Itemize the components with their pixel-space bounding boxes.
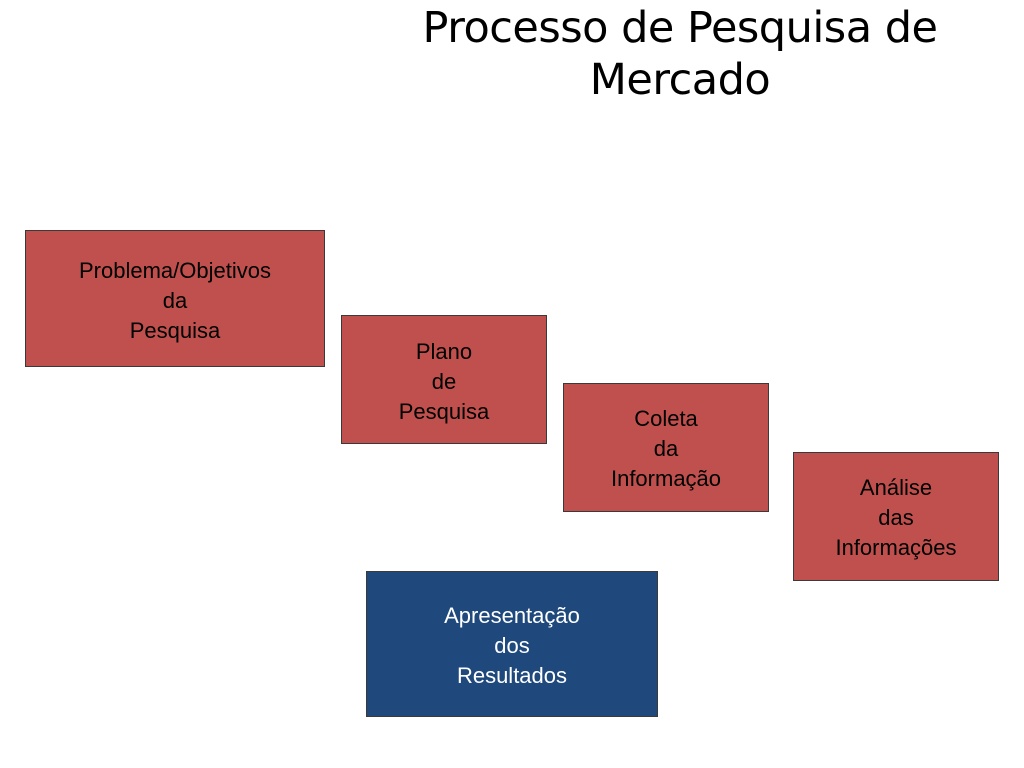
step-label-line: da [653,436,679,461]
step-label-line: Análise [859,475,933,500]
step-label-line: Pesquisa [129,318,221,343]
step-label-line: das [878,505,914,530]
step-label-line: Resultados [456,663,568,688]
step-label-line: Apresentação [444,603,580,628]
step-label-line: da [162,288,188,313]
step-label-line: Problema/Objetivos [79,258,271,283]
step-label-line: Plano [415,339,473,364]
step-label-line: Informação [610,466,722,491]
step-label-line: Informações [835,535,957,560]
step-apresentacao-resultados: Apresentação dos Resultados [366,571,658,717]
step-label-line: de [431,369,457,394]
step-plano-pesquisa: Plano de Pesquisa [341,315,547,444]
title-line-1: Processo de Pesquisa de [422,3,938,53]
step-label-line: dos [494,633,530,658]
step-problema-objetivos: Problema/Objetivos da Pesquisa [25,230,325,367]
step-analise-informacoes: Análise das Informações [793,452,999,581]
page-title: Processo de Pesquisa de Mercado [360,2,1000,106]
step-coleta-informacao: Coleta da Informação [563,383,769,512]
step-label-line: Pesquisa [398,399,490,424]
step-label-line: Coleta [634,406,698,431]
title-line-2: Mercado [589,55,771,105]
